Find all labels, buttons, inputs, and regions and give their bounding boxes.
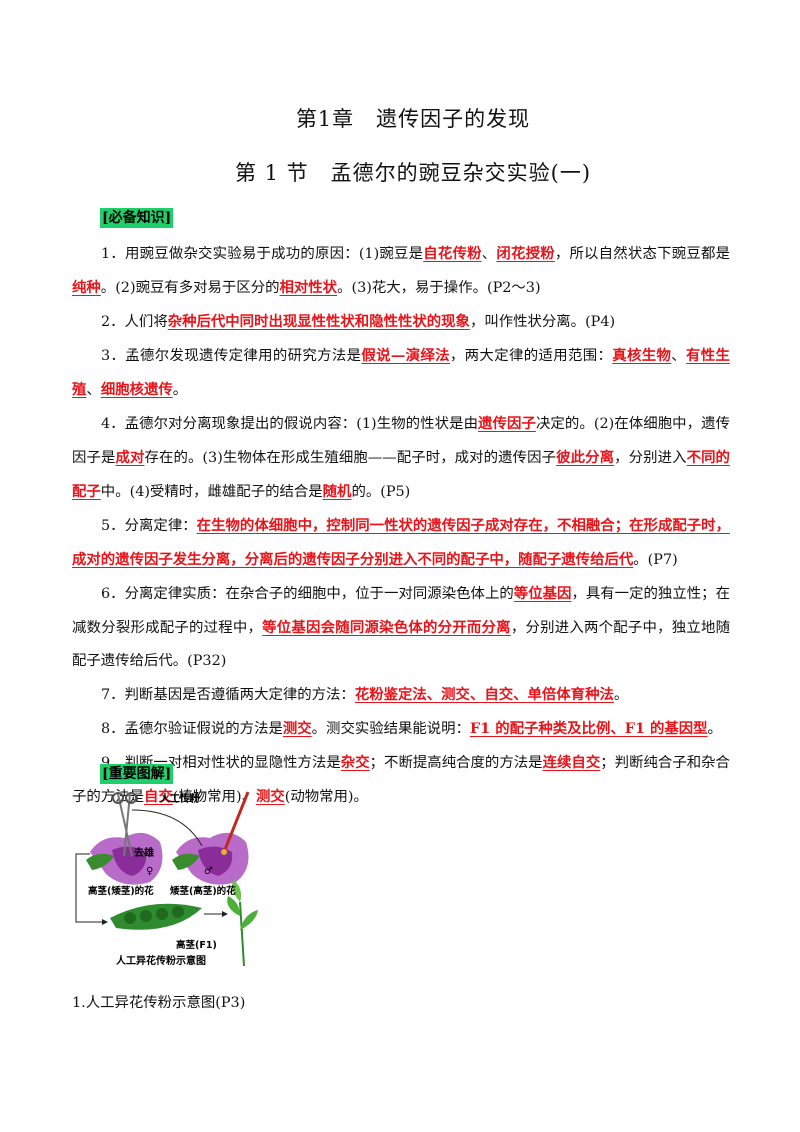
list-item: 3．孟德尔发现遗传定律用的研究方法是假说—演绎法，两大定律的适用范围：真核生物、… (72, 339, 730, 407)
flower-right-icon (172, 832, 249, 885)
figure-title: 人工异花传粉示意图 (116, 954, 206, 967)
key-term: 杂种后代中同时出现显性性状和隐性性状的现象 (167, 313, 470, 330)
list-item: 2．人们将杂种后代中同时出现显性性状和隐性性状的现象，叫作性状分离。(P4) (72, 305, 730, 339)
item-text: ，分别进入 (614, 450, 687, 466)
item-text: 、 (481, 246, 497, 262)
key-term: F1 的配子种类及比例、F1 的基因型 (469, 720, 708, 737)
item-text: 中。(4)受精时，雌雄配子的结合是 (100, 484, 323, 500)
label-tall-short: 高茎(矮茎)的花 (88, 885, 154, 897)
label-pollination: 人工传粉 (160, 792, 200, 805)
list-item: 1．用豌豆做杂交实验易于成功的原因：(1)豌豆是自花传粉、闭花授粉，所以自然状态… (72, 237, 730, 305)
label-short-tall: 矮茎(高茎)的花 (169, 885, 236, 897)
item-text: 、 (86, 382, 101, 398)
key-term: 随机 (322, 483, 352, 500)
item-text: 8．孟德尔验证假说的方法是 (101, 721, 283, 737)
key-term: 相对性状 (279, 279, 338, 296)
key-term: 杂交 (340, 754, 370, 771)
item-text: 2．人们将 (101, 314, 168, 330)
item-text: 1．用豌豆做杂交实验易于成功的原因：(1)豌豆是 (101, 246, 424, 262)
item-text: ，叫作性状分离。(P4) (469, 314, 616, 330)
key-term: 彼此分离 (556, 449, 615, 466)
chapter-title: 第1章 遗传因子的发现 (295, 107, 531, 131)
item-text: 。(2)豌豆有多对易于区分的 (100, 280, 280, 296)
diagrams-label: [重要图解] (100, 764, 174, 784)
label-f1: 高茎(F1) (176, 939, 217, 951)
list-item: 5．分离定律：在生物的体细胞中，控制同一性状的遗传因子成对存在，不相融合；在形成… (72, 509, 730, 577)
item-text: ，两大定律的适用范围： (449, 348, 613, 364)
item-text: 。(P7) (633, 552, 678, 568)
item-text: ；不断提高纯合度的方法是 (369, 755, 543, 771)
item-text: (植物常用)、 (172, 789, 256, 805)
item-text: ，具有一定的独立性；在减数分裂形成配子的过程中， (72, 586, 730, 636)
key-term: 自交 (143, 788, 173, 805)
item-text: ，所以自然状态下豌豆都是 (554, 246, 730, 262)
item-text: 。 (172, 382, 188, 398)
key-term: 不同的配子 (72, 449, 730, 500)
item-text: 4．孟德尔对分离现象提出的假说内容：(1)生物的性状是由 (101, 416, 479, 432)
item-text: 决定的。(2)在体细胞中，遗传因子是 (72, 416, 730, 466)
key-term: 在生物的体细胞中，控制同一性状的遗传因子成对存在，不相融合；在形成配子时，成对的… (72, 517, 730, 568)
male-symbol: ♂ (204, 866, 213, 877)
female-symbol: ♀ (146, 866, 153, 877)
key-term: 测交 (255, 788, 285, 805)
key-term: 有性生殖 (72, 347, 730, 398)
key-term: 等位基因 (513, 585, 572, 602)
key-term: 连续自交 (542, 754, 601, 771)
key-term: 自花传粉 (423, 245, 482, 262)
key-term: 测交 (282, 720, 312, 737)
pea-pod-icon (110, 903, 202, 930)
key-term: 成对 (115, 449, 145, 466)
figure-caption: 1.人工异花传粉示意图(P3) (72, 995, 246, 1011)
item-text: 。(3)花大，易于操作。(P2～3) (337, 280, 541, 296)
item-text: 、 (671, 348, 687, 364)
item-text: 。测交实验结果能说明： (311, 721, 470, 737)
key-term: 细胞核遗传 (100, 381, 173, 398)
list-item: 6．分离定律实质：在杂合子的细胞中，位于一对同源染色体上的等位基因，具有一定的独… (72, 577, 730, 678)
key-term: 纯种 (72, 279, 101, 296)
key-term: 遗传因子 (478, 415, 536, 432)
item-text: 的。(P5) (351, 484, 411, 500)
item-text: 。 (613, 687, 629, 703)
item-text: ，分别进入两个配子中，独立地随配子遗传给后代。(P32) (72, 620, 730, 669)
section-title: 第 1 节 孟德尔的豌豆杂交实验(一) (234, 161, 592, 185)
key-term: 闭花授粉 (496, 245, 555, 262)
scissors-icon (112, 792, 137, 857)
list-item: 7．判断基因是否遵循两大定律的方法：花粉鉴定法、测交、自交、单倍体育种法。 (72, 678, 730, 712)
item-text: (动物常用)。 (284, 789, 368, 805)
key-term: 等位基因会随同源染色体的分开而分离 (262, 619, 511, 636)
item-text: 。 (707, 721, 722, 737)
key-term: 假说—演绎法 (361, 347, 450, 364)
list-item: 8．孟德尔验证假说的方法是测交。测交实验结果能说明：F1 的配子种类及比例、F1… (72, 712, 730, 746)
key-term: 真核生物 (612, 347, 672, 364)
flower-left-icon (86, 832, 163, 885)
knowledge-list: 1．用豌豆做杂交实验易于成功的原因：(1)豌豆是自花传粉、闭花授粉，所以自然状态… (72, 237, 730, 814)
list-item: 4．孟德尔对分离现象提出的假说内容：(1)生物的性状是由遗传因子决定的。(2)在… (72, 407, 730, 509)
item-text: 3．孟德尔发现遗传定律用的研究方法是 (101, 348, 362, 364)
pollen-brush-icon (221, 791, 250, 855)
key-term: 花粉鉴定法、测交、自交、单倍体育种法 (354, 686, 614, 703)
pollination-illustration: 人工传粉 去雄 ♀ ♂ 高茎(矮茎)的花 矮茎(高茎)的花 高茎(F1) 人工异… (75, 791, 258, 967)
knowledge-label: [必备知识] (100, 208, 174, 228)
item-text: 存在的。(3)生物体在形成生殖细胞——配子时，成对的遗传因子 (144, 450, 557, 466)
item-text: 5．分离定律： (101, 518, 197, 534)
seedling-icon (227, 880, 258, 967)
item-text: 7．判断基因是否遵循两大定律的方法： (101, 687, 355, 703)
pollination-figure: 人工传粉 去雄 ♀ ♂ 高茎(矮茎)的花 矮茎(高茎)的花 高茎(F1) 人工异… (72, 790, 262, 970)
label-emasculation: 去雄 (134, 846, 154, 859)
item-text: 6．分离定律实质：在杂合子的细胞中，位于一对同源染色体上的 (101, 586, 514, 602)
